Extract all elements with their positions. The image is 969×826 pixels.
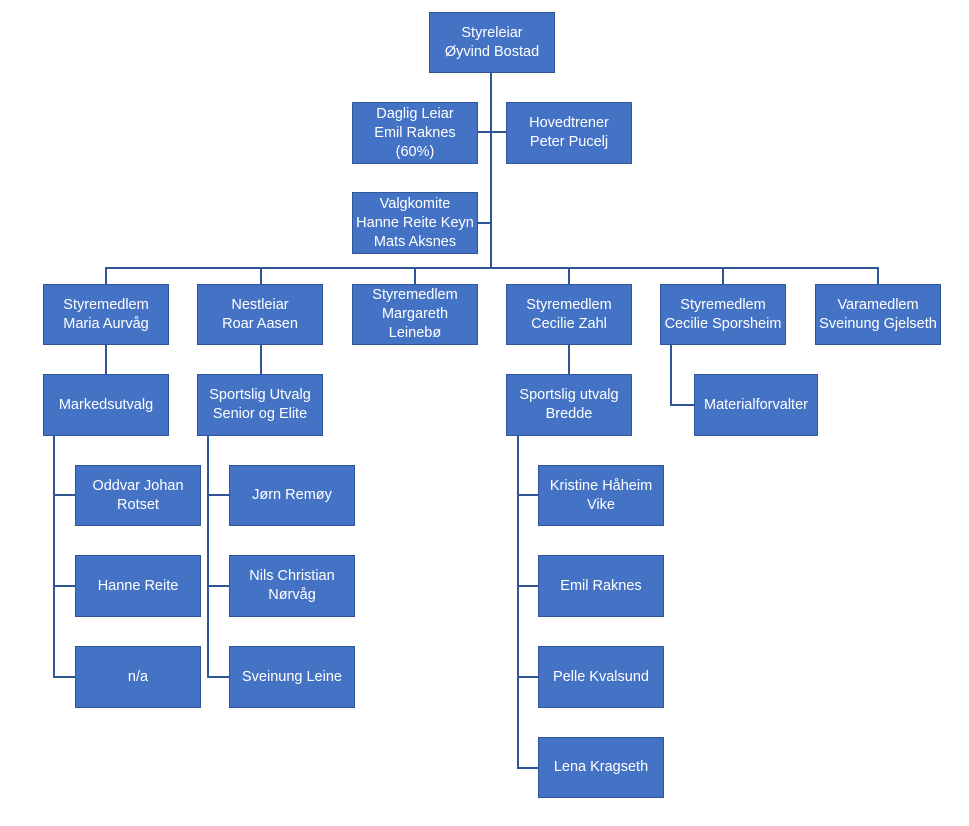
marketing-committee-label: Markedsutvalg bbox=[58, 396, 154, 413]
board-member-role: Styremedlem bbox=[372, 287, 458, 303]
equipment-manager-box: Materialforvalter bbox=[694, 374, 818, 436]
board-member-box: Styremedlem Cecilie Zahl bbox=[506, 284, 632, 345]
deputy-member-box: Varamedlem Sveinung Gjelseth bbox=[815, 284, 941, 345]
board-member-role: Styremedlem bbox=[63, 296, 149, 313]
member-name: Hanne Reite bbox=[97, 577, 179, 594]
member-name-line-1: Kristine Håheim bbox=[549, 477, 653, 494]
connector-equipment-rail bbox=[670, 345, 672, 406]
connector-manager bbox=[477, 131, 491, 133]
board-member-name: Maria Aurvåg bbox=[63, 315, 149, 332]
member-name-line-2: Rotset bbox=[117, 496, 159, 513]
connector-board-drop-6 bbox=[877, 267, 879, 284]
deputy-member-name: Sveinung Gjelseth bbox=[819, 315, 937, 332]
connector-sport-senior-m1 bbox=[207, 494, 229, 496]
connector-sport-senior-rail bbox=[207, 436, 209, 677]
connector-sport-breadth bbox=[568, 345, 570, 374]
sport-breadth-committee-line-2: Bredde bbox=[545, 406, 593, 422]
connector-marketing-m1 bbox=[53, 494, 75, 496]
connector-board-drop-3 bbox=[414, 267, 416, 284]
member-name: Sveinung Leine bbox=[242, 668, 342, 685]
sport-senior-committee-line-2: Senior og Elite bbox=[212, 406, 308, 422]
member-name: Jørn Remøy bbox=[252, 487, 332, 503]
sport-senior-committee-line-1: Sportslig Utvalg bbox=[209, 387, 311, 403]
board-member-box: Styremedlem Cecilie Sporsheim bbox=[660, 284, 786, 345]
sport-breadth-committee-line-1: Sportslig utvalg bbox=[519, 387, 619, 403]
nomination-role: Valgkomite bbox=[379, 195, 451, 212]
board-member-name-line-2: Leinebø bbox=[388, 325, 442, 341]
connector-board-drop-5 bbox=[722, 267, 724, 284]
connector-sport-breadth-m3 bbox=[517, 676, 538, 678]
marketing-member-box: Oddvar Johan Rotset bbox=[75, 465, 201, 526]
manager-role: Daglig Leiar bbox=[376, 105, 454, 122]
nomination-member-1: Hanne Reite Keyn bbox=[356, 214, 474, 231]
member-name: Lena Kragseth bbox=[553, 759, 649, 775]
nomination-box: Valgkomite Hanne Reite Keyn Mats Aksnes bbox=[352, 192, 478, 254]
member-name: Pelle Kvalsund bbox=[553, 668, 649, 685]
manager-name: Emil Raknes bbox=[374, 124, 456, 141]
board-member-box: Styremedlem Maria Aurvåg bbox=[43, 284, 169, 345]
coach-role: Hovedtrener bbox=[529, 115, 609, 131]
sport-breadth-committee-box: Sportslig utvalg Bredde bbox=[506, 374, 632, 436]
member-name-line-2: Vike bbox=[587, 496, 615, 513]
board-member-box: Styremedlem Margareth Leinebø bbox=[352, 284, 478, 345]
manager-box: Daglig Leiar Emil Raknes (60%) bbox=[352, 102, 478, 164]
sport-breadth-member-box: Kristine Håheim Vike bbox=[538, 465, 664, 526]
connector-nomination bbox=[477, 222, 491, 224]
sport-senior-member-box: Nils Christian Nørvåg bbox=[229, 555, 355, 617]
connector-marketing-m3 bbox=[53, 676, 75, 678]
connector-coach bbox=[491, 131, 506, 133]
connector-marketing bbox=[105, 345, 107, 374]
chair-name: Øyvind Bostad bbox=[444, 43, 540, 60]
vice-chair-box: Nestleiar Roar Aasen bbox=[197, 284, 323, 345]
connector-board-drop-1 bbox=[105, 267, 107, 284]
marketing-committee-box: Markedsutvalg bbox=[43, 374, 169, 436]
board-member-name: Cecilie Zahl bbox=[531, 315, 607, 332]
connector-sport-breadth-m4 bbox=[517, 767, 538, 769]
deputy-member-role: Varamedlem bbox=[837, 296, 919, 313]
connector-sport-senior bbox=[260, 345, 262, 374]
board-member-name: Cecilie Sporsheim bbox=[664, 315, 782, 332]
coach-box: Hovedtrener Peter Pucelj bbox=[506, 102, 632, 164]
sport-breadth-member-box: Emil Raknes bbox=[538, 555, 664, 617]
nomination-member-2: Mats Aksnes bbox=[373, 233, 457, 250]
sport-senior-member-box: Jørn Remøy bbox=[229, 465, 355, 526]
connector-sport-breadth-rail bbox=[517, 436, 519, 768]
connector-trunk bbox=[490, 72, 492, 269]
coach-name: Peter Pucelj bbox=[529, 134, 609, 150]
connector-board-drop-2 bbox=[260, 267, 262, 284]
member-name: n/a bbox=[127, 668, 149, 685]
connector-sport-breadth-m2 bbox=[517, 585, 538, 587]
board-member-role: Styremedlem bbox=[680, 296, 766, 313]
sport-breadth-member-box: Pelle Kvalsund bbox=[538, 646, 664, 708]
sport-senior-committee-box: Sportslig Utvalg Senior og Elite bbox=[197, 374, 323, 436]
manager-note: (60%) bbox=[395, 143, 435, 160]
board-member-name-line-1: Margareth bbox=[381, 306, 449, 322]
connector-sport-senior-m3 bbox=[207, 676, 229, 678]
sport-breadth-member-box: Lena Kragseth bbox=[538, 737, 664, 798]
member-name-line-1: Nils Christian bbox=[249, 568, 335, 584]
connector-equipment bbox=[670, 404, 694, 406]
member-name: Emil Raknes bbox=[560, 577, 642, 594]
vice-chair-role: Nestleiar bbox=[231, 296, 289, 313]
connector-board-drop-4 bbox=[568, 267, 570, 284]
member-name-line-1: Oddvar Johan bbox=[92, 477, 184, 494]
marketing-member-box: n/a bbox=[75, 646, 201, 708]
connector-sport-senior-m2 bbox=[207, 585, 229, 587]
sport-senior-member-box: Sveinung Leine bbox=[229, 646, 355, 708]
connector-marketing-m2 bbox=[53, 585, 75, 587]
marketing-member-box: Hanne Reite bbox=[75, 555, 201, 617]
member-name-line-2: Nørvåg bbox=[268, 587, 316, 603]
connector-sport-breadth-m1 bbox=[517, 494, 538, 496]
equipment-manager-label: Materialforvalter bbox=[704, 396, 808, 413]
board-member-role: Styremedlem bbox=[526, 296, 612, 313]
connector-board-bar bbox=[105, 267, 879, 269]
vice-chair-name: Roar Aasen bbox=[222, 315, 298, 332]
connector-marketing-rail bbox=[53, 436, 55, 677]
chair-box: Styreleiar Øyvind Bostad bbox=[429, 12, 555, 73]
chair-role: Styreleiar bbox=[461, 24, 523, 41]
